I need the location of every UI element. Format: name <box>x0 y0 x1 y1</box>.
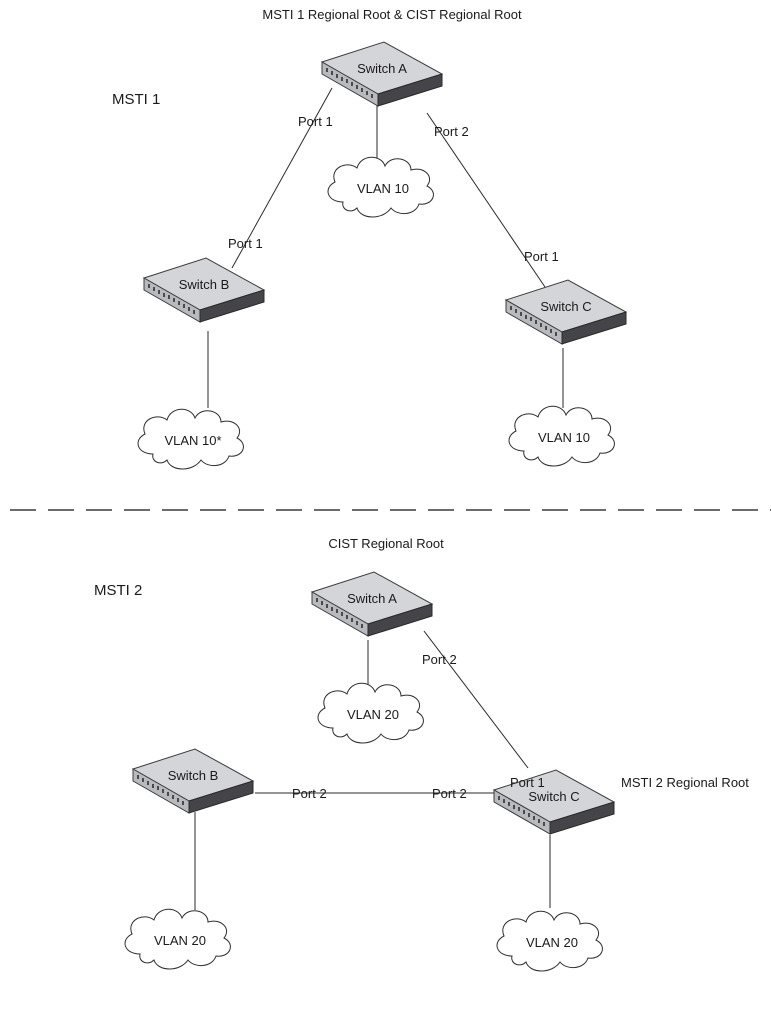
switch-b-msti2-label: Switch B <box>168 768 219 783</box>
cloud-vlan-b-msti2: VLAN 20 <box>124 908 231 970</box>
msti1-label: MSTI 1 <box>112 91 160 108</box>
msti2-a-port-to-c: Port 2 <box>422 652 457 667</box>
msti1-caption: MSTI 1 Regional Root & CIST Regional Roo… <box>262 7 522 22</box>
switch-b-msti1-label: Switch B <box>179 277 230 292</box>
msti1-a-port-to-b: Port 1 <box>298 114 333 129</box>
link-a-to-c-msti2 <box>423 630 529 769</box>
cloud-vlan-c-msti2: VLAN 20 <box>496 910 603 972</box>
msti1-c-port: Port 1 <box>524 249 559 264</box>
msti2-c-port-from-b: Port 2 <box>432 786 467 801</box>
link-a-to-c-msti1 <box>426 112 546 288</box>
switch-c-msti2-label: Switch C <box>528 789 579 804</box>
msti2-label: MSTI 2 <box>94 582 142 599</box>
vlan-a-msti1-label: VLAN 10 <box>357 181 409 196</box>
switch-a-msti2-label: Switch A <box>347 591 397 606</box>
msti2-caption: CIST Regional Root <box>328 536 444 551</box>
switch-a-msti1[interactable]: Switch A <box>321 41 443 107</box>
msti1-a-port-to-c: Port 2 <box>434 124 469 139</box>
msti2-c-port-from-a: Port 1 <box>510 775 545 790</box>
vlan-a-msti2-label: VLAN 20 <box>347 707 399 722</box>
cloud-vlan-b-msti1: VLAN 10* <box>137 408 244 470</box>
vlan-b-msti2-label: VLAN 20 <box>154 933 206 948</box>
cloud-vlan-a-msti2: VLAN 20 <box>317 682 424 744</box>
cloud-vlan-a-msti1: VLAN 10 <box>327 156 434 218</box>
vlan-b-msti1-label: VLAN 10* <box>164 433 221 448</box>
switch-c-msti1-label: Switch C <box>540 299 591 314</box>
msti1-b-port: Port 1 <box>228 236 263 251</box>
link-a-to-b-msti1 <box>231 87 333 269</box>
switch-b-msti1[interactable]: Switch B <box>143 257 265 323</box>
msti2-regional-root-label: MSTI 2 Regional Root <box>621 775 749 790</box>
switch-a-msti1-label: Switch A <box>357 61 407 76</box>
switch-c-msti1[interactable]: Switch C <box>505 279 627 345</box>
msti2-b-port-to-c: Port 2 <box>292 786 327 801</box>
switch-c-msti2[interactable]: Switch C <box>493 769 615 835</box>
vlan-c-msti1-label: VLAN 10 <box>538 430 590 445</box>
switch-b-msti2[interactable]: Switch B <box>132 748 254 814</box>
vlan-c-msti2-label: VLAN 20 <box>526 935 578 950</box>
cloud-vlan-c-msti1: VLAN 10 <box>508 405 615 467</box>
switch-a-msti2[interactable]: Switch A <box>311 571 433 637</box>
